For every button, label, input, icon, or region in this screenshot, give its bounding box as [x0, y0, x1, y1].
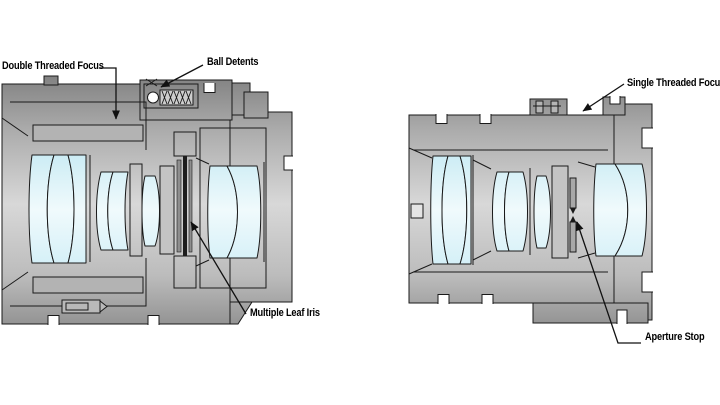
right-lens-glass-elements	[430, 155, 647, 265]
lens-element	[504, 171, 528, 252]
right-lens-machining-details	[408, 100, 608, 275]
leader-double-threaded-focus	[99, 67, 120, 120]
lens-element	[441, 155, 468, 265]
left-lens-notches	[47, 83, 293, 325]
leader-ball-detents	[160, 64, 204, 88]
lens-element	[46, 154, 75, 264]
label-aperture-stop: Aperture Stop	[645, 331, 705, 343]
leader-single-threaded-focus	[582, 83, 625, 112]
aperture-stop-assembly	[569, 177, 577, 253]
bottom-screw	[61, 299, 101, 314]
spring-coil-hatch	[161, 90, 192, 105]
label-ball-detents: Ball Detents	[207, 56, 259, 68]
multiple-leaf-iris-assembly	[173, 131, 197, 289]
focus-screw-right	[550, 100, 559, 114]
right-lens-diagram	[408, 96, 653, 324]
label-multiple-leaf-iris: Multiple Leaf Iris	[250, 307, 320, 319]
lens-element	[614, 163, 647, 257]
leader-lines	[99, 64, 641, 344]
focus-screw-left	[535, 100, 544, 114]
lens-element	[141, 175, 160, 247]
ball-detent-assembly	[143, 78, 199, 109]
lens-element	[533, 175, 551, 249]
detent-screw-mark	[145, 78, 158, 87]
detent-ball	[147, 91, 159, 104]
front-nub	[43, 75, 59, 86]
iris-plate	[183, 156, 187, 256]
lens-element	[226, 165, 262, 259]
right-lens-notches	[435, 96, 653, 324]
lens-element	[107, 171, 129, 251]
lens-element	[67, 154, 87, 264]
leader-multiple-leaf-iris	[190, 221, 247, 315]
aperture-stop-blade	[570, 216, 576, 222]
left-lens-diagram	[1, 75, 293, 325]
left-lens-glass-elements	[28, 154, 265, 264]
aperture-stop-blade	[570, 208, 576, 214]
lens-element	[459, 155, 472, 265]
leader-aperture-stop	[576, 221, 641, 344]
focus-thread-slot-bottom	[32, 276, 144, 294]
rear-bottom-block	[532, 302, 649, 324]
label-single-threaded-focus: Single Threaded Focus	[627, 77, 720, 89]
front-index-hole	[410, 203, 424, 219]
detent-pocket	[143, 83, 199, 109]
label-double-threaded-focus: Double Threaded Focus	[2, 60, 104, 72]
focus-thread-slot-top	[32, 124, 144, 142]
